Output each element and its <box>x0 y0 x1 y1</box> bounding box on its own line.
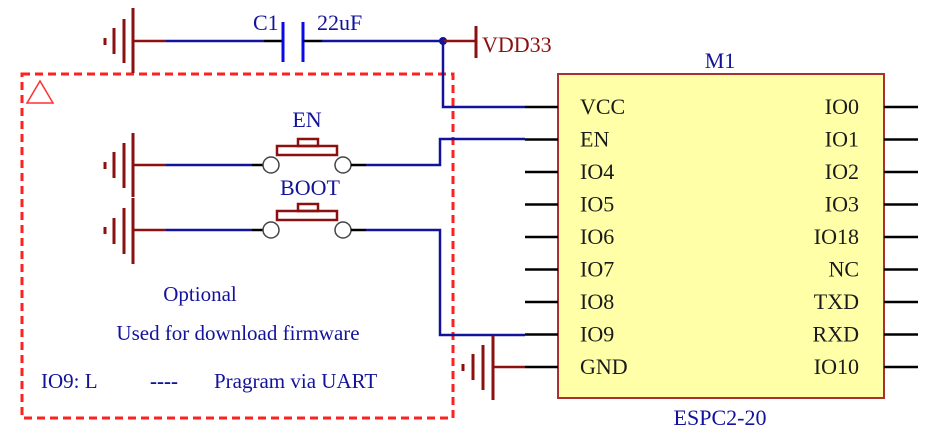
pin-label-io2: IO2 <box>825 159 859 184</box>
module-ref-label: M1 <box>705 48 736 73</box>
en-pushbutton <box>262 137 352 174</box>
ground-symbol-top <box>103 8 166 73</box>
ground-symbol-en <box>103 133 166 197</box>
ground-symbol-boot <box>103 198 166 264</box>
pin-label-nc: NC <box>828 257 859 282</box>
vdd33-power-symbol <box>443 26 478 58</box>
capacitor-c1 <box>281 22 305 62</box>
pin-label-io3: IO3 <box>825 192 859 217</box>
pin-label-io10: IO10 <box>814 354 859 379</box>
boot-pushbutton <box>262 202 352 239</box>
wire-vcc <box>441 41 525 109</box>
pin-label-vcc: VCC <box>580 94 625 119</box>
boot-button-label: BOOT <box>280 175 340 200</box>
pin-label-io5: IO5 <box>580 192 614 217</box>
pin-label-rxd: RXD <box>813 322 859 347</box>
optional-block-border <box>20 72 455 420</box>
ground-symbol-module <box>461 336 525 400</box>
wire-boot-io9 <box>366 228 525 337</box>
c1-value-label: 22uF <box>317 10 362 35</box>
pin-label-en: EN <box>580 127 609 152</box>
pin-label-io1: IO1 <box>825 127 859 152</box>
pin-label-io18: IO18 <box>814 224 859 249</box>
mode-separator: ---- <box>150 369 178 393</box>
pin-label-gnd: GND <box>580 354 628 379</box>
en-button-label: EN <box>292 107 321 132</box>
mode-pin-text: IO9: L <box>41 369 98 393</box>
vdd33-label: VDD33 <box>482 32 552 57</box>
optional-title: Optional <box>163 282 237 306</box>
pin-label-io6: IO6 <box>580 224 614 249</box>
wire-en <box>366 137 525 167</box>
pin-label-io9: IO9 <box>580 322 614 347</box>
mode-description: Pragram via UART <box>214 369 377 393</box>
optional-description: Used for download firmware <box>116 321 359 345</box>
pin-label-io8: IO8 <box>580 289 614 314</box>
pin-label-io4: IO4 <box>580 159 614 184</box>
c1-ref-label: C1 <box>253 10 279 35</box>
warning-triangle-icon <box>25 79 55 104</box>
pin-label-io7: IO7 <box>580 257 614 282</box>
module-part-label: ESPC2-20 <box>674 405 767 430</box>
pin-label-txd: TXD <box>814 289 859 314</box>
pin-label-io0: IO0 <box>825 94 859 119</box>
module-m1-body <box>557 73 885 399</box>
